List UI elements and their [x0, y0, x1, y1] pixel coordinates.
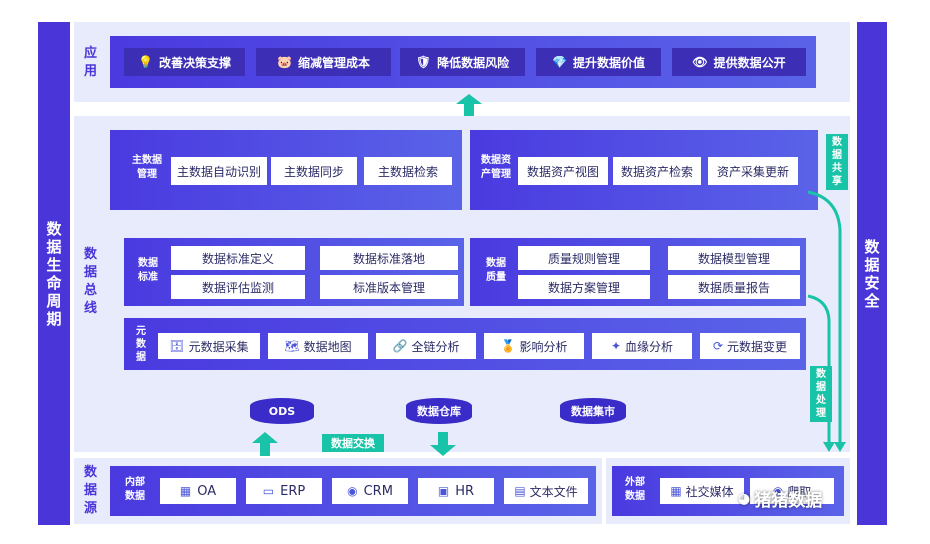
- erp-icon: ▭: [262, 484, 275, 498]
- document-icon: ▤: [514, 484, 526, 498]
- standard-implement[interactable]: 数据标准落地: [320, 246, 458, 270]
- data-exchange-label: 数据交换: [322, 434, 384, 452]
- metadata-title: 元数据: [136, 325, 146, 363]
- app-button-decision[interactable]: 💡改善决策支撑: [124, 48, 245, 76]
- data-process-tag: 数据处理: [810, 366, 832, 422]
- source-oa[interactable]: ▦OA: [160, 478, 236, 504]
- meta-map[interactable]: 🗺数据地图: [268, 333, 368, 359]
- storage-ods[interactable]: ODS: [250, 398, 314, 424]
- storage-warehouse[interactable]: 数据仓库: [406, 398, 472, 424]
- piggy-bank-icon: 🐷: [277, 55, 292, 69]
- master-search[interactable]: 主数据检索: [364, 157, 452, 185]
- quality-model[interactable]: 数据模型管理: [668, 246, 800, 270]
- quality-plan[interactable]: 数据方案管理: [518, 275, 650, 299]
- source-crawler[interactable]: ◉爬取: [750, 478, 834, 504]
- source-social-media[interactable]: ▦社交媒体: [660, 478, 744, 504]
- crawler-icon: ◉: [772, 484, 784, 498]
- change-icon: ⟳: [712, 339, 724, 353]
- social-icon: ▦: [670, 484, 682, 498]
- storage-mart[interactable]: 数据集市: [560, 398, 626, 424]
- link-icon: 🔗: [392, 339, 408, 353]
- crm-icon: ◉: [347, 484, 358, 498]
- master-auto-identify[interactable]: 主数据自动识别: [171, 157, 267, 185]
- app-button-value[interactable]: 💎提升数据价值: [536, 48, 661, 76]
- lifecycle-label: 数据生命周期: [46, 219, 62, 328]
- lifecycle-bar: 数据生命周期: [38, 22, 70, 525]
- asset-collect-update[interactable]: 资产采集更新: [708, 157, 798, 185]
- external-data-title: 外部数据: [625, 477, 645, 502]
- meta-collect[interactable]: 🗄元数据采集: [158, 333, 260, 359]
- database-icon: 🗄: [169, 339, 185, 353]
- flow-lines: [807, 190, 846, 452]
- meta-change[interactable]: ⟳元数据变更: [700, 333, 800, 359]
- exchange-down-arrow-icon: [430, 432, 456, 456]
- source-hr[interactable]: ▣HR: [418, 478, 494, 504]
- data-bus-label: 数据总线: [84, 247, 98, 316]
- diamond-icon: 💎: [552, 55, 567, 69]
- app-button-cost[interactable]: 🐷缩减管理成本: [256, 48, 391, 76]
- data-source-label: 数据源: [84, 465, 98, 516]
- internal-data-title: 内部数据: [125, 477, 145, 502]
- dna-icon: ✦: [610, 339, 622, 353]
- app-button-risk[interactable]: 🛡降低数据风险: [400, 48, 525, 76]
- up-arrow-icon: [456, 94, 482, 116]
- asset-search[interactable]: 数据资产检索: [613, 157, 701, 185]
- app-button-open[interactable]: 👁提供数据公开: [672, 48, 806, 76]
- eye-icon: 👁: [692, 55, 708, 69]
- meta-impact[interactable]: 🏅影响分析: [484, 333, 584, 359]
- shield-icon: 🛡: [415, 55, 432, 69]
- asset-management-title: 数据资产管理: [481, 155, 511, 180]
- hr-icon: ▣: [437, 484, 450, 498]
- watermark: ◕ 猪猪数据: [738, 490, 823, 512]
- data-standard-title: 数据标准: [138, 258, 158, 283]
- data-share-tag: 数据共享: [826, 134, 848, 190]
- standard-define[interactable]: 数据标准定义: [171, 246, 305, 270]
- source-erp[interactable]: ▭ERP: [246, 478, 322, 504]
- exchange-up-arrow-icon: [252, 432, 278, 456]
- application-label: 应用: [84, 46, 98, 79]
- master-sync[interactable]: 主数据同步: [271, 157, 357, 185]
- data-quality-title: 数据质量: [486, 258, 506, 283]
- standard-monitor[interactable]: 数据评估监测: [171, 275, 305, 299]
- bulb-icon: 💡: [138, 55, 153, 69]
- standard-version[interactable]: 标准版本管理: [320, 275, 458, 299]
- source-crm[interactable]: ◉CRM: [332, 478, 408, 504]
- quality-rule[interactable]: 质量规则管理: [518, 246, 650, 270]
- security-label: 数据安全: [864, 237, 880, 310]
- meta-full-chain[interactable]: 🔗全链分析: [376, 333, 476, 359]
- oa-icon: ▦: [179, 484, 192, 498]
- medal-icon: 🏅: [500, 339, 516, 353]
- map-icon: 🗺: [284, 339, 300, 353]
- asset-view[interactable]: 数据资产视图: [518, 157, 608, 185]
- meta-lineage[interactable]: ✦血缘分析: [592, 333, 692, 359]
- quality-report[interactable]: 数据质量报告: [668, 275, 800, 299]
- master-data-title: 主数据管理: [132, 155, 162, 180]
- wechat-icon: ◕: [738, 490, 751, 507]
- security-bar: 数据安全: [857, 22, 887, 525]
- source-text-file[interactable]: ▤文本文件: [504, 478, 588, 504]
